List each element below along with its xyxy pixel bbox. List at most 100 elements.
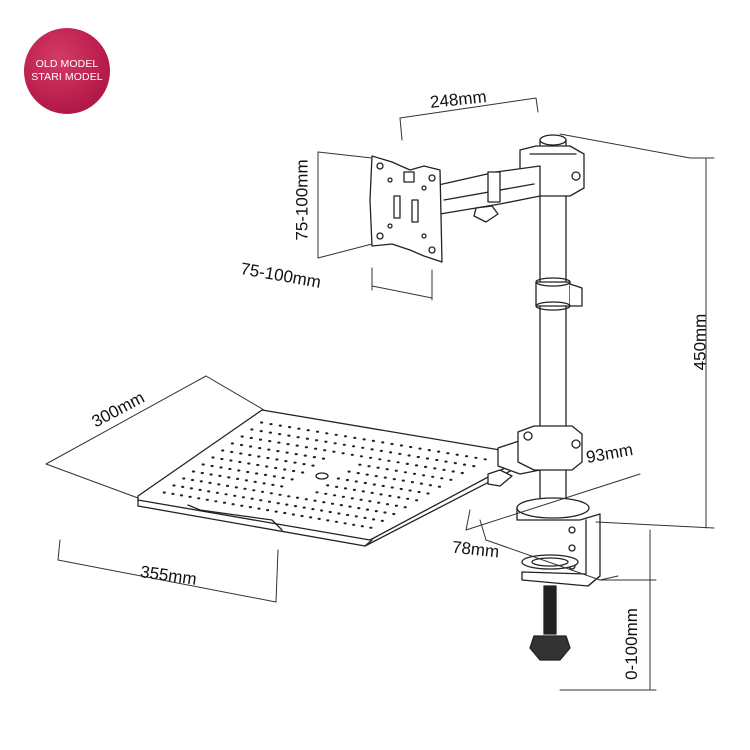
tray-hole xyxy=(191,470,196,473)
tray-hole xyxy=(253,480,257,483)
tray-hole xyxy=(198,488,202,491)
tray-hole xyxy=(257,507,261,510)
tray-hole xyxy=(197,497,201,500)
tray-hole xyxy=(208,481,212,484)
tray-hole xyxy=(259,499,263,502)
tray-hole xyxy=(326,519,330,522)
desk-clamp xyxy=(516,497,601,661)
tray-hole xyxy=(230,450,234,454)
tray-hole xyxy=(354,515,358,518)
tray-hole xyxy=(379,449,383,452)
tray-hole xyxy=(335,485,339,488)
tray-hole xyxy=(324,440,328,443)
tray-hole xyxy=(407,454,411,457)
tray-hole xyxy=(304,446,308,449)
tray-hole xyxy=(305,437,309,440)
tray-hole xyxy=(392,512,396,516)
tray-hole xyxy=(224,493,228,496)
tray-hole xyxy=(381,441,385,444)
tray-hole xyxy=(238,460,242,464)
tray-hole xyxy=(278,493,282,496)
tray-hole xyxy=(291,513,295,516)
tray-hole xyxy=(266,509,270,512)
tray-hole xyxy=(369,526,373,529)
tray-hole xyxy=(356,472,360,475)
tray-hole xyxy=(240,435,244,438)
laptop-tray xyxy=(137,409,521,547)
tray-hole xyxy=(267,448,271,451)
tray-hole xyxy=(285,451,289,454)
tray-hole xyxy=(259,430,263,433)
tray-hole xyxy=(390,442,394,446)
tray-hole xyxy=(250,497,254,500)
tray-hole xyxy=(451,470,455,473)
tray-hole xyxy=(343,522,347,525)
tray-hole xyxy=(228,467,232,471)
tray-hole xyxy=(281,476,285,479)
tray-hole xyxy=(403,506,407,509)
tray-hole xyxy=(350,453,354,456)
tray-hole xyxy=(416,455,420,459)
dim-vesa-height-label: 75-100mm xyxy=(292,159,312,241)
tray-hole xyxy=(396,461,400,464)
tray-hole xyxy=(435,458,439,462)
tray-hole xyxy=(346,513,350,517)
tray-hole xyxy=(272,475,276,478)
tray-hole xyxy=(304,498,308,501)
tray-hole xyxy=(401,479,405,482)
tray-hole xyxy=(437,485,442,488)
tray-hole xyxy=(252,489,256,492)
tray-hole xyxy=(246,470,250,474)
tray-hole xyxy=(409,445,413,449)
tray-hole xyxy=(449,478,453,481)
tray-hole xyxy=(244,479,248,482)
tray-hole xyxy=(297,427,301,430)
tray-hole xyxy=(280,485,284,488)
tray-hole xyxy=(334,433,338,436)
tray-hole xyxy=(210,464,214,468)
tray-hole xyxy=(383,511,387,514)
tray-hole xyxy=(337,512,341,515)
tray-hole xyxy=(352,523,356,526)
tray-hole xyxy=(311,464,315,467)
tray-hole xyxy=(377,501,381,504)
tray-hole xyxy=(266,456,270,460)
tray-hole xyxy=(333,494,337,497)
tray-hole xyxy=(330,502,335,505)
tray-hole xyxy=(389,451,393,454)
tray-hole xyxy=(388,494,392,497)
tray-hole xyxy=(306,429,310,432)
tray-hole xyxy=(219,466,223,469)
tray-hole xyxy=(414,464,419,467)
tray-hole xyxy=(267,500,272,503)
tray-perforations xyxy=(162,421,487,529)
tray-hole xyxy=(379,493,383,496)
tray-hole xyxy=(188,495,192,498)
tray-hole xyxy=(365,508,370,511)
tray-hole xyxy=(339,504,343,507)
tray-hole xyxy=(385,503,390,506)
tray-hole xyxy=(315,491,319,494)
tray-hole xyxy=(287,495,291,498)
tray-hole xyxy=(392,478,396,481)
tray-hole xyxy=(239,443,244,447)
tray-hole xyxy=(354,480,358,483)
tray-hole xyxy=(317,517,321,521)
tray-hole xyxy=(342,443,346,446)
tray-hole xyxy=(474,456,478,459)
tray-hole xyxy=(372,483,376,486)
tray-hole xyxy=(172,484,176,487)
tray-hole xyxy=(394,469,398,472)
tray-hole xyxy=(301,471,305,474)
tray-hole xyxy=(360,525,364,528)
tray-hole xyxy=(352,445,356,448)
old-model-badge: OLD MODEL STARI MODEL xyxy=(24,28,110,114)
tray-hole xyxy=(241,496,245,499)
tray-hole xyxy=(376,466,380,469)
tray-hole xyxy=(362,438,366,441)
tray-hole xyxy=(288,426,292,429)
tray-hole xyxy=(220,457,224,461)
dimension-lines xyxy=(45,97,715,691)
tray-hole xyxy=(269,423,273,426)
